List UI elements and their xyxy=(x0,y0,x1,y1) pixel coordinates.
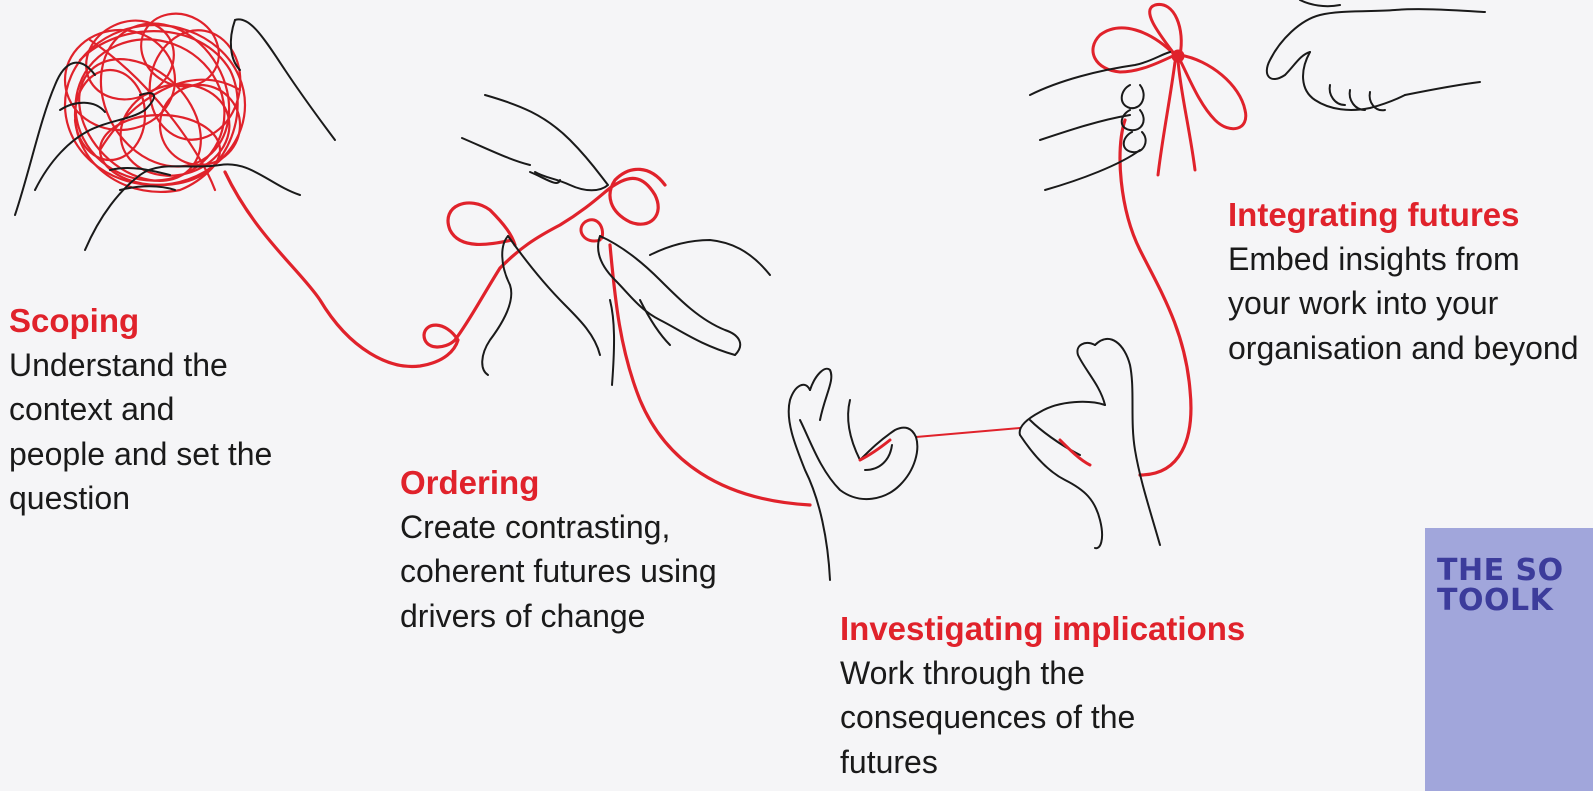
toolkit-badge-text: THE SO TOOLK xyxy=(1437,553,1564,618)
red-thread-right xyxy=(1118,118,1193,477)
toolkit-badge: THE SO TOOLK xyxy=(1425,528,1593,791)
stage-description: Work through the consequences of the fut… xyxy=(840,655,1136,780)
loops-pointing-hands-illustration xyxy=(461,94,771,386)
stage-ordering: Ordering Create contrasting, coherent fu… xyxy=(400,462,730,638)
stage-description: Understand the context and people and se… xyxy=(9,347,273,516)
stage-investigating-implications: Investigating implications Work through … xyxy=(840,608,1300,784)
red-thread-down xyxy=(608,243,812,507)
stretched-thread-hands-illustration xyxy=(787,337,1161,581)
bow-tie-hands-illustration xyxy=(1029,0,1486,191)
stage-title: Scoping xyxy=(9,302,140,339)
stage-scoping: Scoping Understand the context and peopl… xyxy=(9,300,279,520)
red-thread-loop-left xyxy=(446,201,517,247)
stage-description: Embed insights from your work into your … xyxy=(1228,241,1579,366)
tangled-thread-hands-illustration xyxy=(14,12,336,251)
stage-description: Create contrasting, coherent futures usi… xyxy=(400,509,717,634)
stage-title: Integrating futures xyxy=(1228,196,1520,233)
red-thread-stretched xyxy=(915,427,1021,438)
red-thread-small-loop xyxy=(579,218,605,243)
stage-integrating-futures: Integrating futures Embed insights from … xyxy=(1228,194,1593,370)
stage-title: Ordering xyxy=(400,464,540,501)
stage-title: Investigating implications xyxy=(840,610,1246,647)
red-thread xyxy=(223,167,667,369)
